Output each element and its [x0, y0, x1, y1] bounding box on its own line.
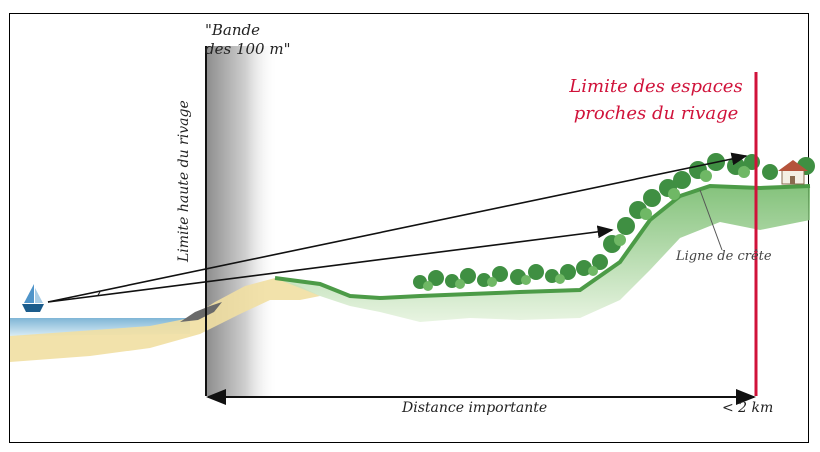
ridge-pointer — [699, 189, 723, 251]
sight-angle — [97, 291, 101, 296]
sight-line-upper — [47, 152, 748, 303]
near-shore-limit-label: Limite des espaces proches du rivage — [569, 76, 743, 124]
ridge-label: Ligne de crête — [676, 249, 772, 264]
forest-light — [423, 166, 750, 291]
band-100m-label: "Bande des 100 m" — [205, 21, 291, 58]
house-icon — [778, 160, 808, 185]
shore-upper-limit-label: Limite haute du rivage — [176, 100, 192, 262]
distance-label: Distance importante — [402, 400, 548, 416]
beach — [10, 278, 320, 362]
hillside-back — [275, 186, 810, 322]
band-100m — [206, 46, 278, 396]
rocks — [180, 302, 222, 322]
sight-line-lower — [47, 225, 614, 303]
distance-max-label: < 2 km — [722, 400, 774, 416]
sailboat-icon — [22, 284, 44, 312]
hillside-front — [274, 183, 811, 301]
